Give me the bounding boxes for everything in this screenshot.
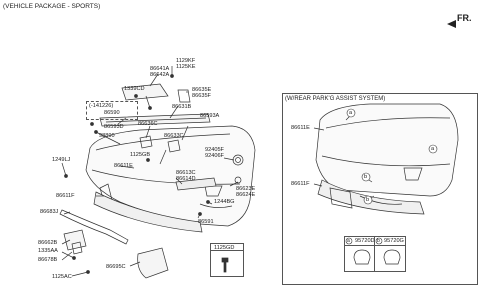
option-box-141226 (86, 101, 138, 120)
lower-skirt (93, 191, 203, 233)
callout-86624E: 86624E (236, 192, 256, 198)
legend-letter-b: b (377, 238, 380, 244)
callout-86683J: 86683J (40, 209, 59, 215)
callout-1335AA: 1335AA (38, 248, 58, 254)
callout-1129KF: 1129KF (176, 58, 196, 64)
callout-98890: 98890 (99, 133, 115, 139)
bolt-icon (221, 257, 229, 273)
sensor-icon (383, 249, 401, 265)
callout-1125AC: 1125AC (52, 274, 72, 280)
callout-86662B: 86662B (38, 240, 58, 246)
callout-86636C: 86636C (138, 121, 158, 127)
callout-86678B: 86678B (38, 257, 58, 263)
legend-part-b: 95720G (384, 238, 404, 244)
inset-title: (W/REAR PARK'G ASSIST SYSTEM) (285, 96, 386, 102)
callout-86631B: 86631B (172, 104, 192, 110)
callout-86593A: 86593A (200, 113, 220, 119)
strip-86683J (59, 209, 129, 245)
inset-box (282, 93, 478, 285)
callout-86623E: 86623E (236, 186, 256, 192)
callout-1125GB: 1125GB (130, 152, 151, 158)
circle-label-b: b (364, 174, 368, 180)
inset-callout-86611F: 86611F (291, 181, 310, 187)
bumper-cover (85, 125, 256, 227)
callout-86613C: 86613C (176, 170, 196, 176)
callout-86641A: 86641A (150, 66, 170, 72)
callout-86611F: 86611F (56, 193, 75, 199)
legend-letter-a: a (347, 238, 350, 244)
callout-86642A: 86642A (150, 72, 170, 78)
callout-86695C: 86695C (106, 264, 126, 270)
callout-141226: (-141226) (89, 103, 114, 109)
circle-label-a: a (349, 110, 353, 116)
circle-label-a: a (431, 146, 435, 152)
callout-86633C: 86633C (164, 133, 184, 139)
screw-icon (90, 122, 94, 126)
garnish-86613C (175, 177, 217, 191)
callout-92406F: 92406F (205, 153, 224, 159)
legend-part-a: 95720D (355, 238, 375, 244)
callout-1339CD: 1339CD (124, 86, 145, 92)
callout-86591: 86591 (198, 219, 214, 225)
callout-86590: 86590 (104, 110, 120, 116)
callout-86593D: 86593D (104, 124, 124, 130)
bracket-86633C (167, 139, 181, 153)
sensor-icon (353, 249, 371, 265)
circle-label-b: b (366, 197, 370, 203)
bracket-86635 (177, 89, 191, 103)
callout-86614D: 86614D (176, 176, 196, 182)
front-direction-label: FR. (457, 13, 472, 23)
callout-1125KE: 1125KE (176, 64, 196, 70)
page-title: (VEHICLE PACKAGE - SPORTS) (3, 3, 101, 10)
inset-callout-86611E: 86611E (291, 125, 310, 131)
screw-icon (134, 94, 138, 98)
callout-1125GD: 1125GD (214, 245, 235, 251)
guard-86695C (137, 247, 169, 279)
callout-86635E: 86635E (192, 87, 212, 93)
callout-92405F: 92405F (205, 147, 224, 153)
screw-icon (146, 158, 150, 162)
bolt-box-1125GD (210, 243, 244, 277)
callout-86611E: 86611E (114, 163, 133, 169)
callout-1249LJ: 1249LJ (52, 157, 71, 163)
legend-box (344, 236, 406, 272)
front-arrow-icon (447, 20, 456, 28)
bracket-86662B (63, 229, 87, 251)
step-pad (121, 83, 169, 101)
callout-1244BG: 1244BG (214, 199, 235, 205)
callout-86635F: 86635F (192, 93, 211, 99)
cap-86623E (234, 176, 242, 184)
